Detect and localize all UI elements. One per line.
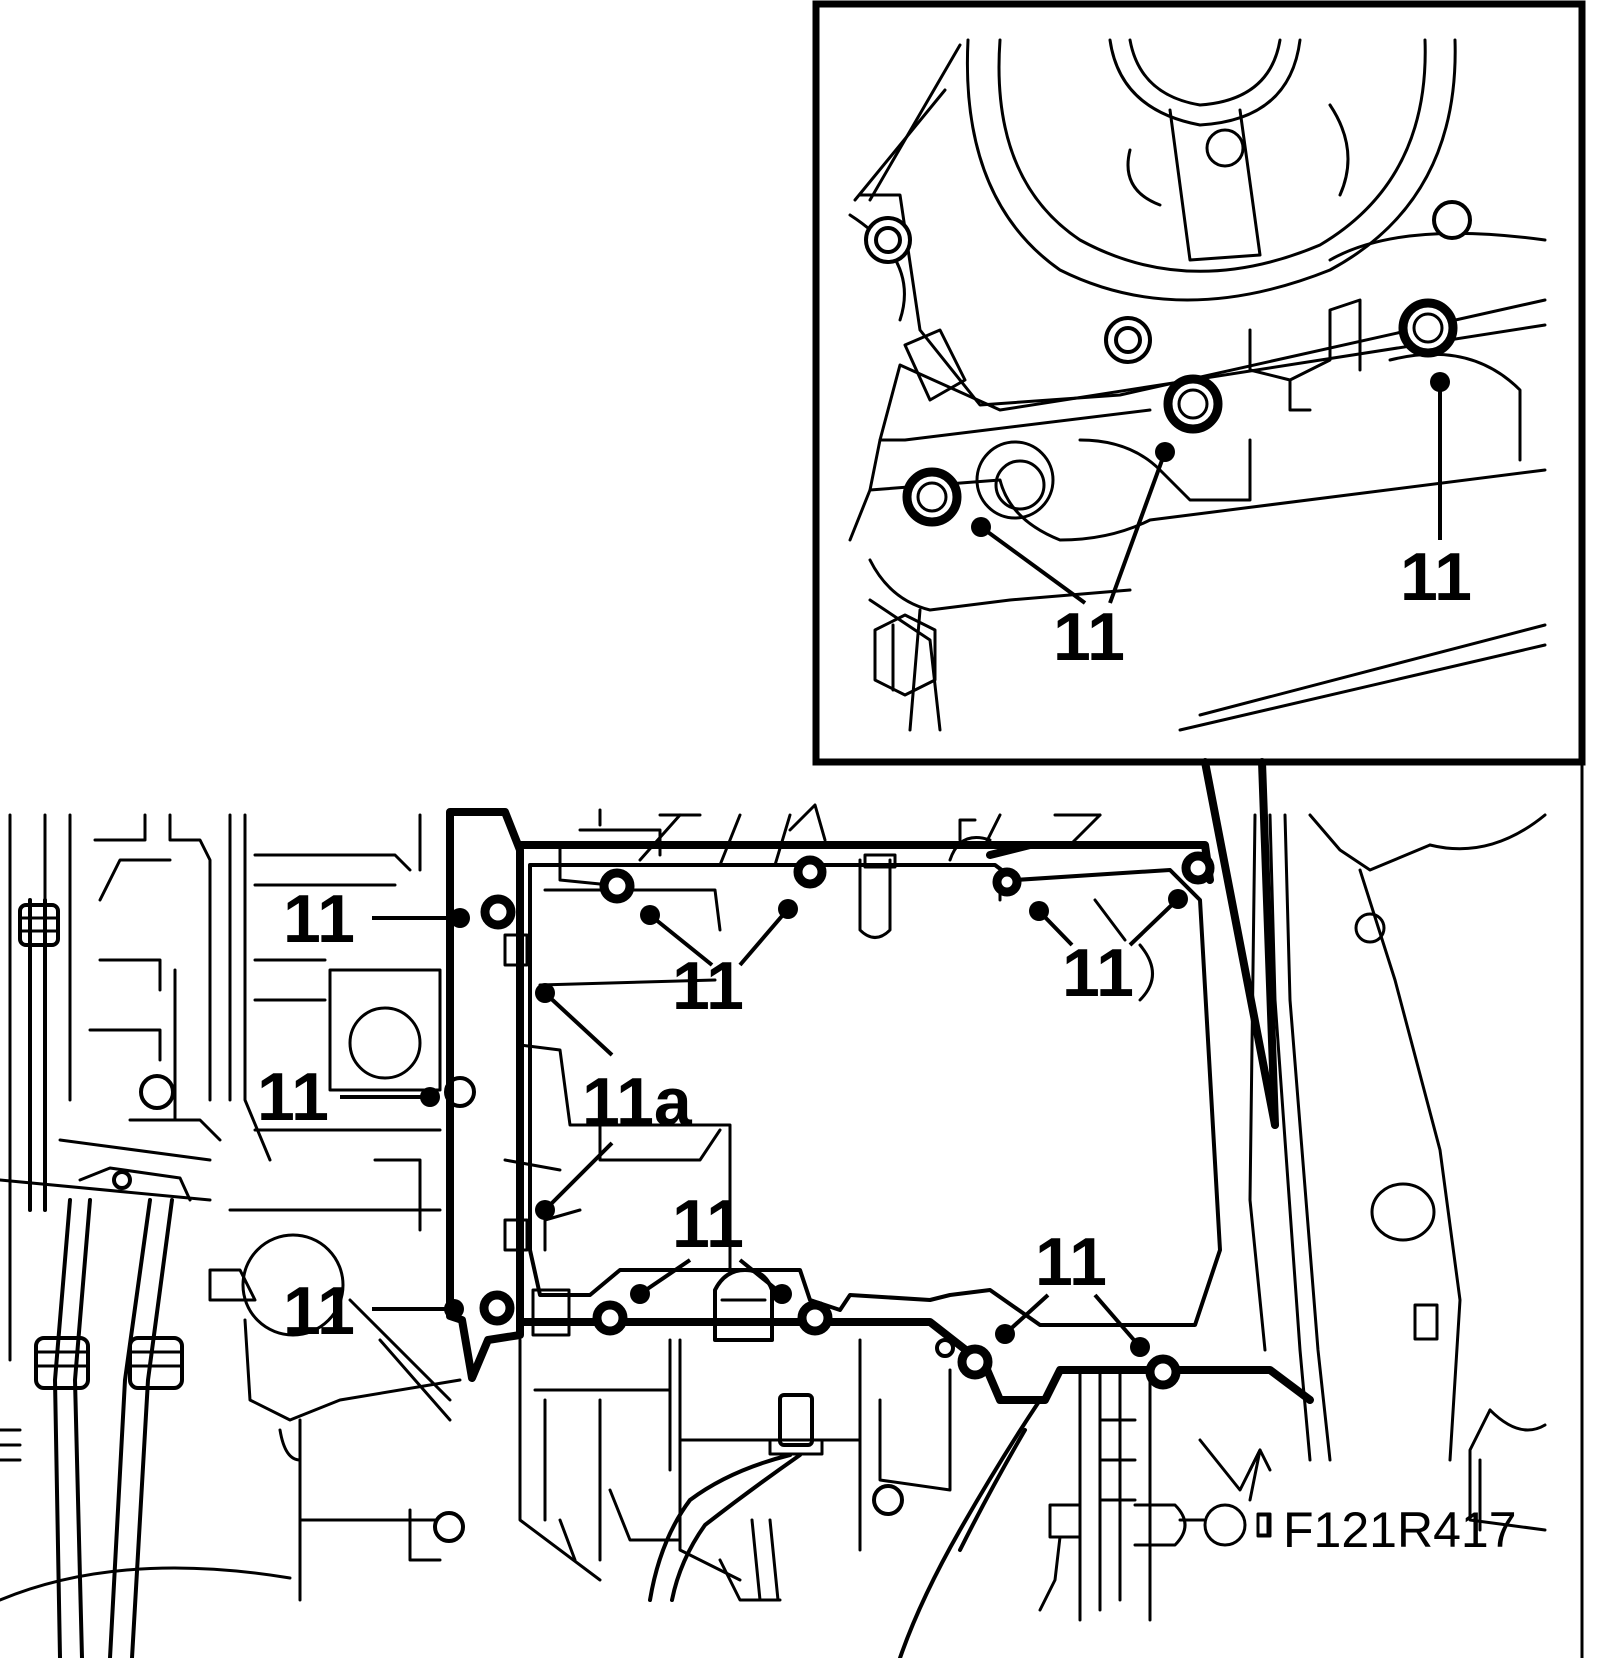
callout-inset-right: 11 [1400,539,1472,615]
callout-leaders [340,889,1188,1357]
callout-bottom-right: 11 [1035,1224,1107,1300]
callout-mid-left: 11 [257,1059,329,1135]
callout-top-right: 11 [1062,935,1134,1011]
callout-inset-left: 11 [1053,599,1125,675]
callout-center-11a: 11a [582,1064,693,1140]
main-view: 11 11 11 11 11a 11 11 11 F121R417 [0,758,1584,1658]
detail-inset: 11 11 [812,0,1586,1129]
pan-bolts [479,851,1215,1390]
callout-top-left: 11 [283,881,355,957]
figure-code: F121R417 [1283,1502,1517,1558]
callout-bottom-left: 11 [283,1273,355,1349]
callout-top-center: 11 [672,948,744,1024]
inset-pointer [1201,758,1279,1129]
callout-bottom-center: 11 [672,1186,744,1262]
